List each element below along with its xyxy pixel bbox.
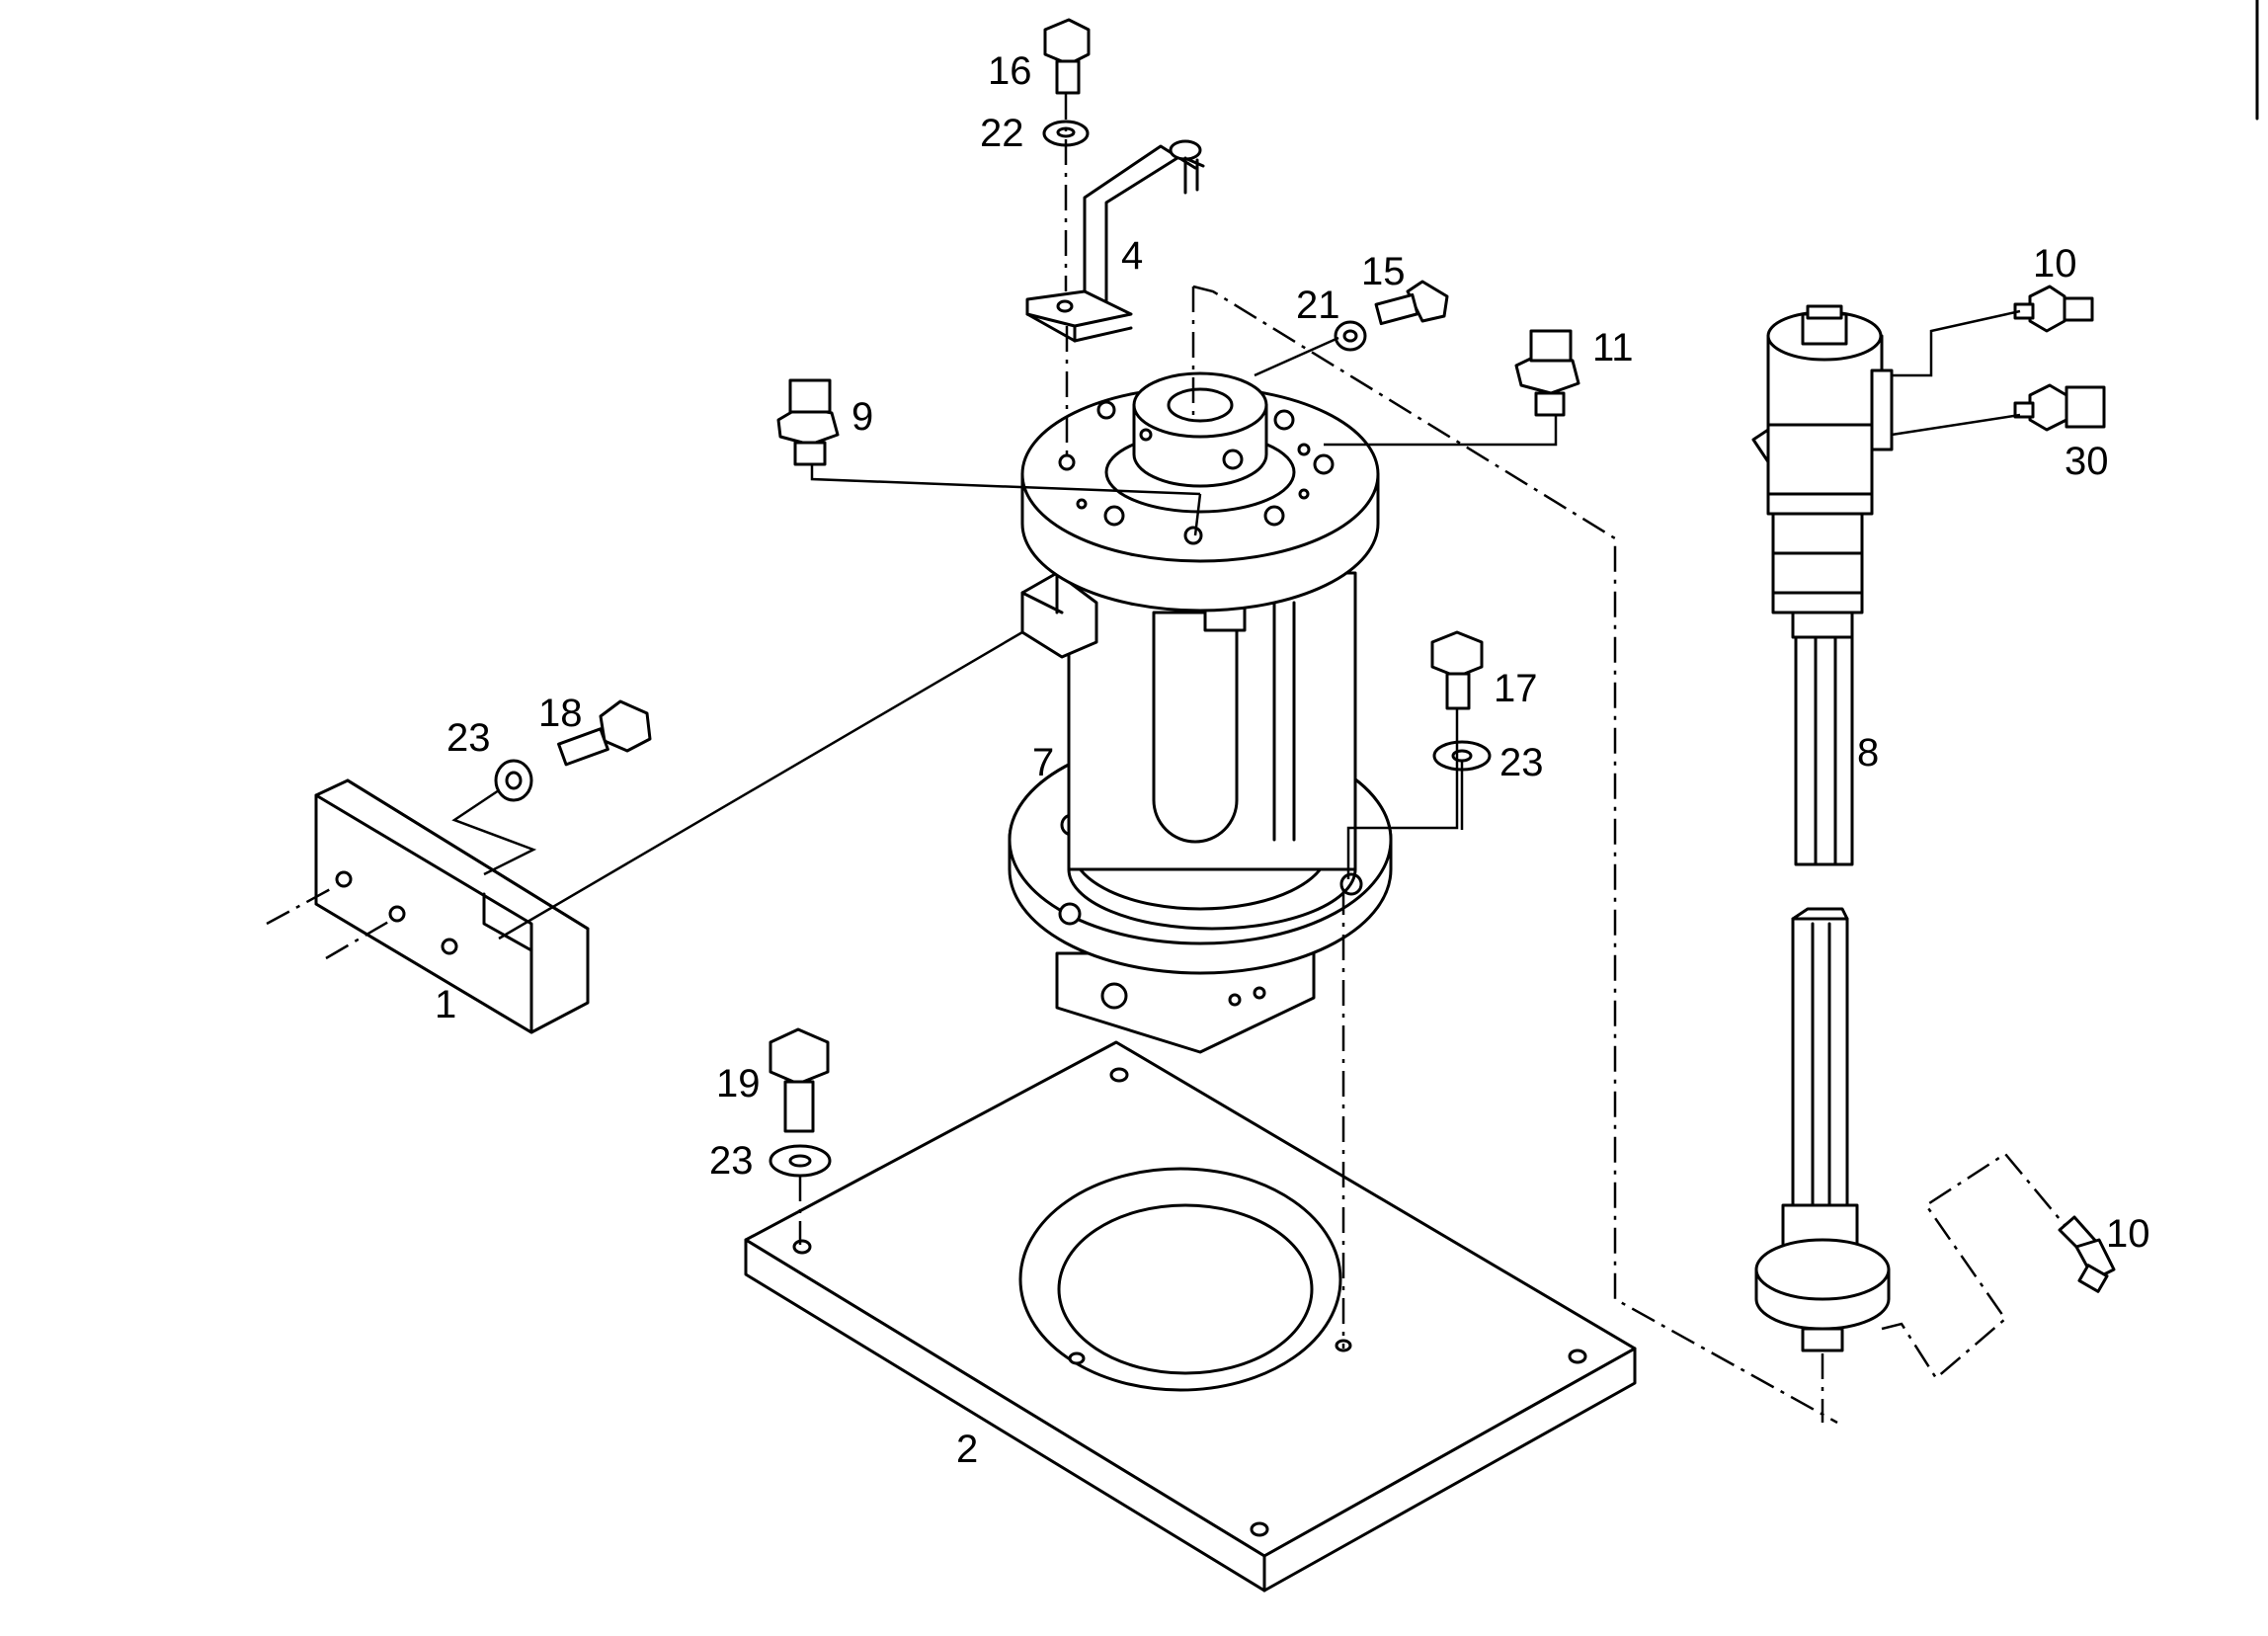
label-part-23-right: 23 [1499,741,1544,784]
cylinder-body [1008,371,1393,1054]
label-part-17: 17 [1494,667,1538,710]
label-part-11: 11 [1592,326,1634,369]
label-part-8: 8 [1857,731,1879,775]
label-part-18: 18 [538,692,583,735]
label-part-15: 15 [1361,250,1406,293]
label-part-10-lower: 10 [2106,1212,2150,1256]
label-part-30: 30 [2065,440,2109,483]
label-part-21: 21 [1296,284,1340,327]
leader-lines [266,94,2066,1425]
label-part-19: 19 [716,1062,761,1105]
label-part-10-upper: 10 [2033,242,2077,286]
base-plate [744,1040,1637,1593]
label-part-1: 1 [435,983,456,1026]
label-part-2: 2 [956,1428,978,1471]
label-part-23-upper: 23 [446,716,491,760]
label-part-9: 9 [851,395,873,439]
label-part-7: 7 [1032,741,1054,784]
label-part-22: 22 [980,112,1024,155]
label-part-16: 16 [988,49,1032,93]
label-part-4: 4 [1121,234,1143,278]
rod-assembly [1751,304,1894,1352]
part-labels: 1 2 4 7 8 9 10 10 11 15 16 17 18 19 21 2… [435,49,2150,1471]
stop-plate [314,778,590,1034]
fasteners [494,18,2116,1293]
label-part-23-lower: 23 [709,1139,754,1183]
bracket [1025,139,1205,343]
